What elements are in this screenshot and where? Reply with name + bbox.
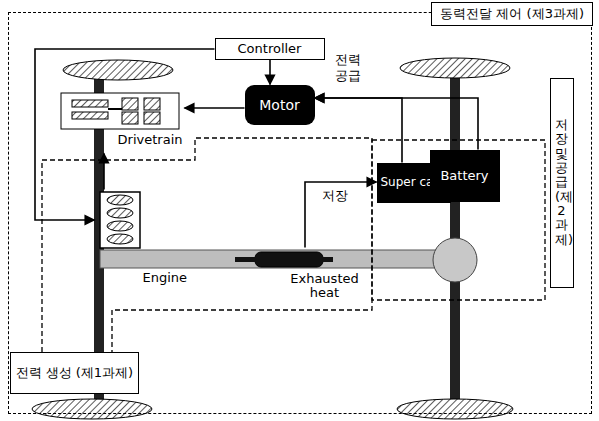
controller-box: Controller bbox=[215, 38, 325, 60]
wheel bbox=[400, 58, 510, 78]
node-label: 전력 생성 (제1과제) bbox=[16, 364, 134, 382]
edge-label: 전력 공급 bbox=[333, 52, 363, 83]
connector-arrow bbox=[269, 60, 271, 85]
control-region: 동력전달 제어 (제3과제)ControllerMotorDrivetrainE… bbox=[8, 12, 592, 414]
connector-arrow bbox=[315, 98, 479, 150]
node-label: 저장 및 공급 (제2과제) bbox=[555, 118, 568, 247]
node-label: Exhausted heat bbox=[285, 272, 365, 302]
node-label: Battery bbox=[440, 168, 488, 183]
node-label: Engine bbox=[95, 190, 195, 285]
engine-block: Engine bbox=[95, 190, 195, 285]
dashed-region bbox=[42, 138, 372, 352]
task-label-box: 전력 생성 (제1과제) bbox=[10, 352, 140, 394]
node-label: Controller bbox=[238, 41, 302, 56]
engine-cylinders bbox=[95, 190, 145, 252]
wheel bbox=[397, 399, 513, 419]
edge-label: 저장 bbox=[322, 188, 348, 204]
exhaust-muffler: Exhausted heat bbox=[195, 248, 370, 306]
connector-arrow bbox=[103, 154, 105, 190]
connector-arrow bbox=[185, 107, 245, 109]
motor-block: Motor bbox=[245, 85, 315, 125]
dashed-region bbox=[372, 140, 545, 300]
node-label: Drivetrain bbox=[60, 132, 185, 147]
region-title: 동력전달 제어 (제3과제) bbox=[431, 2, 593, 26]
task-label-box: 저장 및 공급 (제2과제) bbox=[550, 78, 574, 288]
muffler-illustration bbox=[195, 248, 370, 272]
connector-arrow bbox=[305, 182, 377, 248]
drivetrain-box: Drivetrain bbox=[60, 92, 185, 154]
wheel bbox=[63, 60, 173, 80]
drive-shaft bbox=[100, 250, 455, 268]
differential bbox=[433, 238, 477, 282]
gear-illustration bbox=[60, 92, 182, 132]
connector-arrow bbox=[315, 98, 403, 163]
node-label: Motor bbox=[259, 97, 299, 113]
battery-block: Battery bbox=[430, 150, 500, 202]
wheel bbox=[32, 399, 152, 419]
